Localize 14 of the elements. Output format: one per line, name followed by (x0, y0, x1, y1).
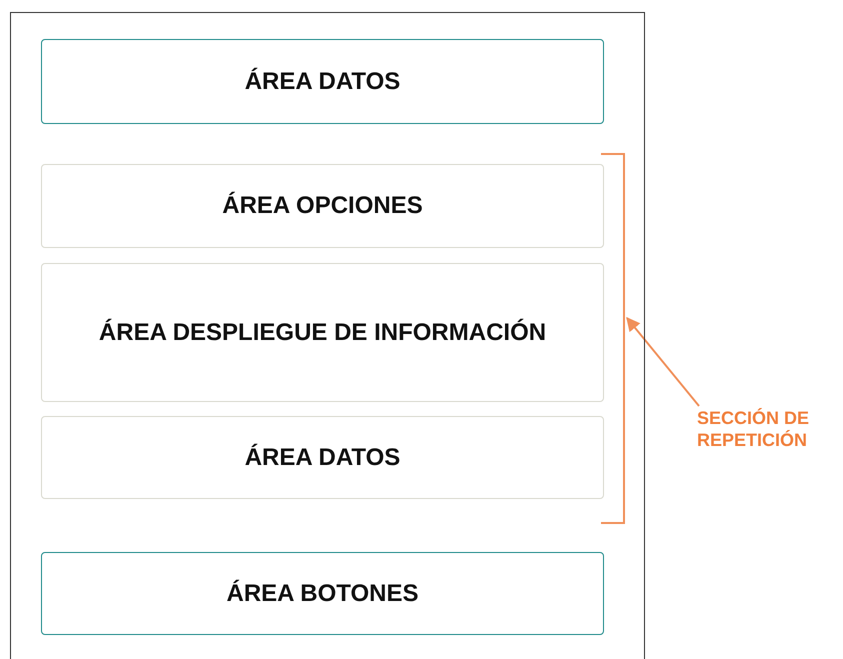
section-label: ÁREA DATOS (244, 68, 400, 96)
section-box (41, 164, 604, 248)
section-label: ÁREA BOTONES (226, 580, 419, 608)
bracket (599, 153, 627, 524)
callout-label: SECCIÓN DE REPETICIÓN (697, 404, 843, 456)
page-frame (10, 12, 645, 659)
section-box (41, 263, 604, 402)
section-label: ÁREA DATOS (244, 444, 400, 472)
section-label: ÁREA DESPLIEGUE DE INFORMACIÓN (98, 318, 546, 346)
section-box (41, 39, 604, 124)
section-box (41, 416, 604, 499)
leader-arrow (626, 316, 700, 407)
section-label: ÁREA OPCIONES (222, 192, 423, 220)
section-box (41, 552, 604, 635)
